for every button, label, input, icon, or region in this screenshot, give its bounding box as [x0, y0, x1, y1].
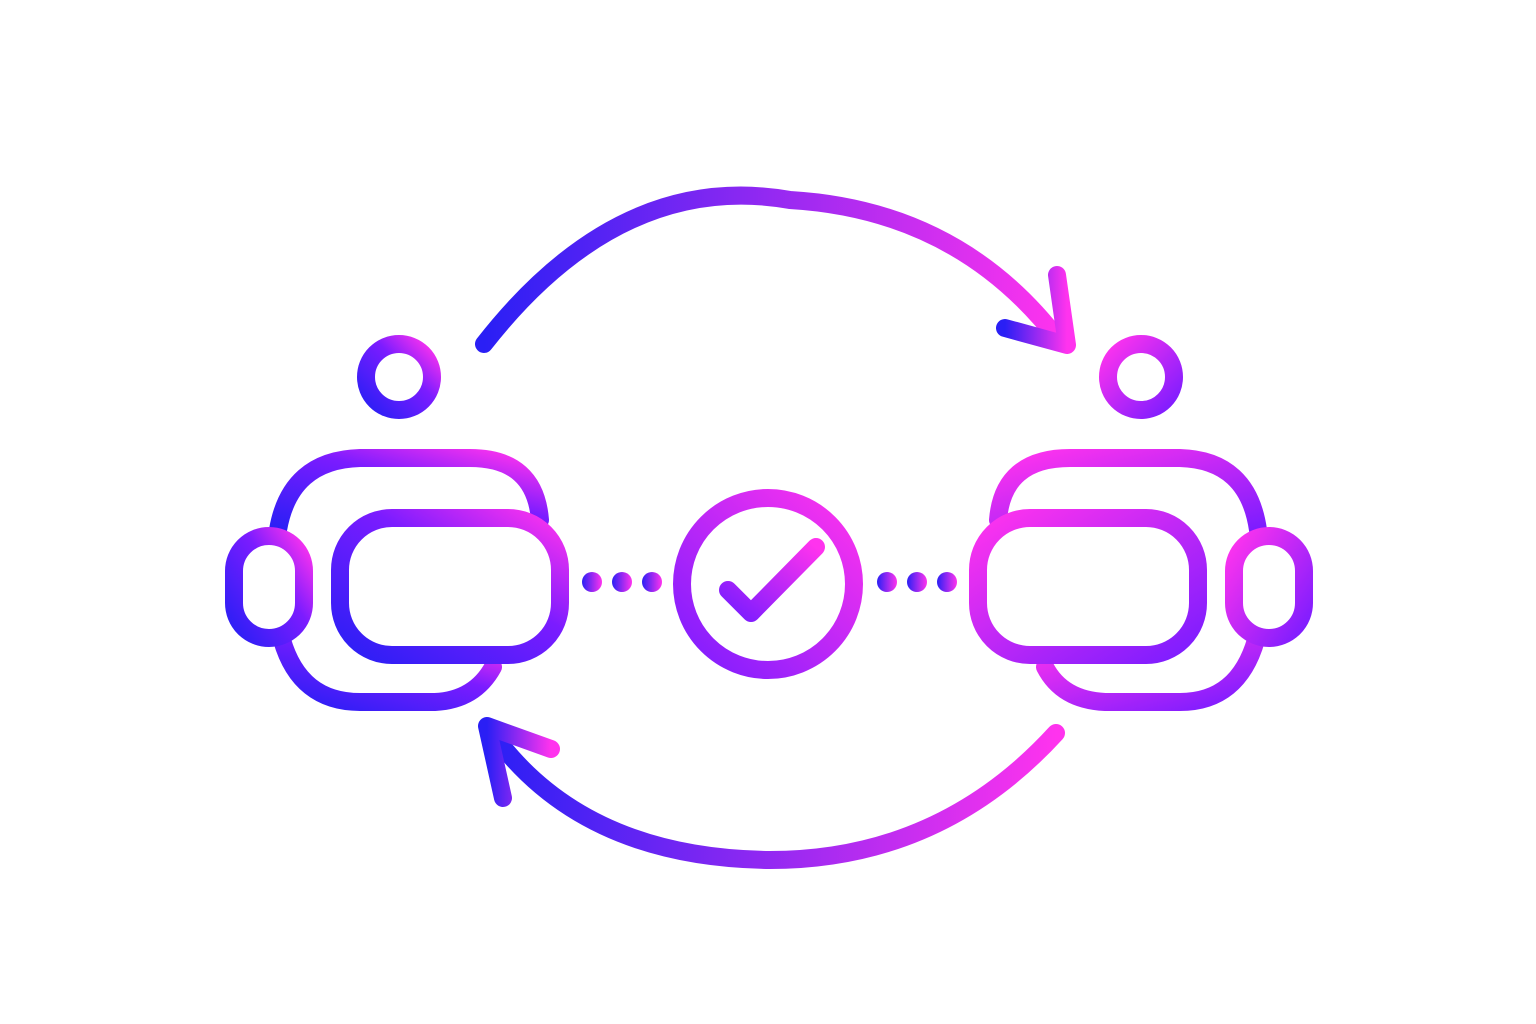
- left-robot-icon: [225, 335, 569, 711]
- left-robot-head-top: [269, 449, 549, 539]
- check-circle-outline: [673, 489, 863, 679]
- left-robot-antenna-ball: [357, 335, 441, 419]
- checkmark-circle-icon: [673, 489, 863, 679]
- checkmark-icon: [719, 538, 825, 622]
- right-robot-icon: [969, 335, 1313, 711]
- right-robot-antenna-ball: [1099, 335, 1183, 419]
- right-robot-head-bottom: [1036, 631, 1265, 711]
- bottom-curved-arrow-icon: [478, 717, 1065, 869]
- left-robot-head-bottom: [273, 631, 502, 711]
- right-dotted-line-icon: [877, 572, 957, 592]
- left-robot-ear: [225, 527, 313, 647]
- right-robot-head-top: [989, 449, 1267, 539]
- left-robot-faceplate: [331, 509, 569, 664]
- right-robot-faceplate: [969, 509, 1207, 664]
- top-curved-arrow-icon: [475, 186, 1076, 354]
- right-robot-ear: [1225, 527, 1313, 647]
- left-dotted-line-icon: [582, 572, 662, 592]
